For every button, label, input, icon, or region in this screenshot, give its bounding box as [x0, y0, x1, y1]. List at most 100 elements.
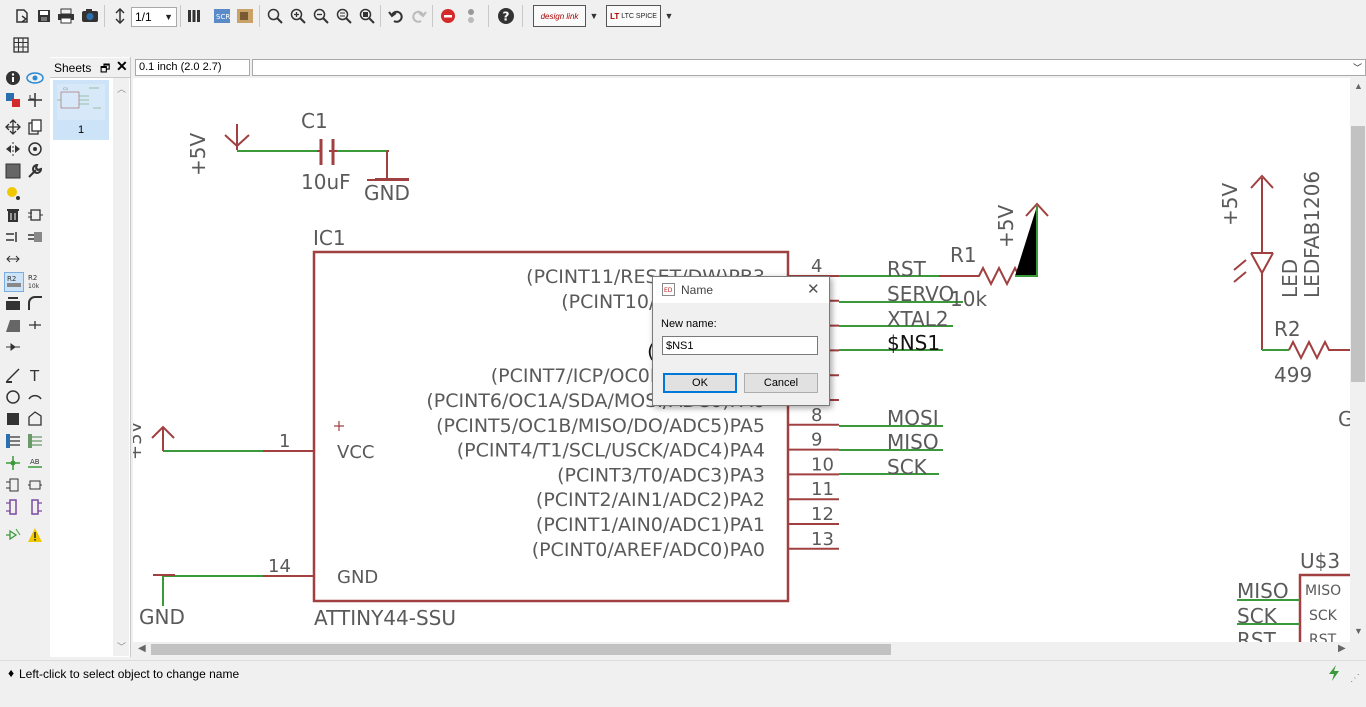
save-icon[interactable] — [34, 6, 54, 26]
redo-icon[interactable] — [409, 6, 429, 26]
change-icon[interactable] — [26, 162, 44, 180]
show-icon[interactable] — [26, 69, 44, 87]
dimension-icon[interactable] — [26, 476, 44, 494]
ok-button-label: OK — [692, 377, 708, 389]
gateswap-icon[interactable] — [26, 228, 44, 246]
ok-button[interactable]: OK — [663, 373, 737, 393]
ltspice-button[interactable]: LT LTC SPICE — [606, 5, 661, 27]
pinswap-icon[interactable] — [4, 228, 22, 246]
miter-icon[interactable] — [26, 294, 44, 312]
capacitor-c1[interactable] — [224, 124, 409, 181]
sheet-select[interactable]: 1/1 ▼ — [131, 7, 177, 27]
use-library-icon[interactable] — [184, 6, 204, 26]
grid-icon[interactable] — [11, 35, 31, 55]
grid-info-field: 0.1 inch (2.0 2.7) — [135, 59, 250, 76]
attribute-icon[interactable] — [4, 476, 22, 494]
split-icon[interactable] — [4, 316, 22, 334]
rotate-icon[interactable] — [26, 140, 44, 158]
horizontal-scrollbar[interactable]: ◀ ▶ — [133, 642, 1350, 657]
wire-icon[interactable] — [4, 366, 22, 384]
design-link-button[interactable]: design link — [533, 5, 586, 27]
zoom-select-icon[interactable] — [334, 6, 354, 26]
chevron-up-icon[interactable]: ︿ — [117, 84, 127, 94]
ic1-gnd-net-label: GND — [139, 605, 185, 629]
optimize-icon[interactable] — [26, 316, 44, 334]
arc-icon[interactable] — [26, 388, 44, 406]
sheets-scrollbar[interactable]: ︿ ﹀ — [113, 78, 129, 656]
help-icon[interactable]: ? — [496, 6, 516, 26]
resize-grip-icon[interactable]: ⋰ — [1350, 673, 1360, 684]
mirror-icon[interactable] — [4, 140, 22, 158]
cancel-button-label: Cancel — [763, 377, 799, 389]
zoom-area-icon[interactable] — [357, 6, 377, 26]
add-icon[interactable] — [26, 206, 44, 224]
group-icon[interactable] — [4, 162, 22, 180]
cancel-button[interactable]: Cancel — [744, 373, 818, 393]
u3-pin-sck: SCK — [1309, 608, 1338, 624]
chevron-up-icon[interactable]: ▲ — [1354, 81, 1363, 91]
new-name-input[interactable] — [662, 336, 818, 355]
name-tool-icon[interactable]: R2 — [4, 272, 24, 292]
run-script-icon[interactable]: SCR — [212, 6, 232, 26]
chevron-left-icon[interactable]: ◀ — [138, 643, 146, 654]
junction-icon[interactable] — [4, 454, 22, 472]
chevron-down-icon[interactable]: ﹀ — [1352, 63, 1362, 73]
chevron-down-icon[interactable]: ▼ — [589, 11, 599, 21]
chevron-right-icon[interactable]: ▶ — [1338, 643, 1346, 654]
erc-icon[interactable] — [4, 526, 22, 544]
gnd-right-label: G — [1338, 407, 1350, 431]
undo-icon[interactable] — [386, 6, 406, 26]
close-icon[interactable]: ✕ — [116, 58, 128, 74]
ic1-right-pin-num: 10 — [811, 454, 834, 475]
text-icon[interactable]: T — [26, 366, 44, 384]
horizontal-scroll-thumb[interactable] — [151, 644, 891, 655]
info-icon[interactable] — [4, 69, 22, 87]
smash-icon[interactable] — [4, 294, 22, 312]
sheet-number: 1 — [78, 124, 85, 136]
print-icon[interactable] — [56, 6, 76, 26]
module-icon[interactable] — [26, 498, 44, 516]
command-line-input[interactable]: ﹀ — [252, 59, 1366, 76]
ic1-name: IC1 — [313, 226, 346, 250]
lightning-icon[interactable] — [1326, 664, 1342, 685]
switch-board-icon[interactable] — [110, 6, 130, 26]
chevron-down-icon[interactable]: ▼ — [1354, 626, 1363, 636]
open-icon[interactable] — [12, 6, 32, 26]
display-layers-icon[interactable] — [4, 91, 22, 109]
vertical-scroll-thumb[interactable] — [1351, 126, 1365, 382]
delete-icon[interactable] — [4, 206, 22, 224]
paste-icon[interactable] — [4, 184, 22, 202]
cam-processor-icon[interactable] — [80, 6, 100, 26]
errors-icon[interactable] — [26, 526, 44, 544]
net-icon[interactable] — [26, 432, 44, 450]
invoke-icon[interactable] — [4, 338, 22, 356]
led-plus5v-label: +5V — [1218, 183, 1242, 226]
zoom-out-icon[interactable] — [311, 6, 331, 26]
stop-icon[interactable] — [438, 6, 458, 26]
rectangle-icon[interactable] — [4, 410, 22, 428]
sheet-thumbnail[interactable]: C1 1 — [53, 80, 109, 140]
dialog-titlebar[interactable]: ED Name ✕ — [653, 277, 829, 303]
chevron-down-icon[interactable]: ▼ — [664, 11, 674, 21]
move-icon[interactable] — [4, 118, 22, 136]
zoom-in-icon[interactable] — [288, 6, 308, 26]
float-icon[interactable]: 🗗 — [100, 63, 111, 75]
copy-icon[interactable] — [26, 118, 44, 136]
close-icon[interactable]: ✕ — [807, 281, 820, 298]
frame-icon[interactable] — [4, 498, 22, 516]
ic1-body[interactable] — [312, 250, 790, 603]
mark-icon[interactable] — [26, 91, 44, 109]
label-icon[interactable]: AB — [26, 454, 44, 472]
svg-text:R2: R2 — [28, 274, 37, 282]
vertical-scrollbar[interactable]: ▲ ▼ — [1350, 78, 1366, 642]
go-icon[interactable] — [461, 6, 481, 26]
bus-icon[interactable] — [4, 432, 22, 450]
zoom-fit-icon[interactable] — [265, 6, 285, 26]
polygon-icon[interactable] — [26, 410, 44, 428]
circle-icon[interactable] — [4, 388, 22, 406]
run-ulp-icon[interactable] — [235, 6, 255, 26]
replace-icon[interactable] — [4, 250, 22, 268]
chevron-down-icon[interactable]: ﹀ — [117, 642, 127, 652]
u3-body[interactable] — [1298, 573, 1350, 642]
